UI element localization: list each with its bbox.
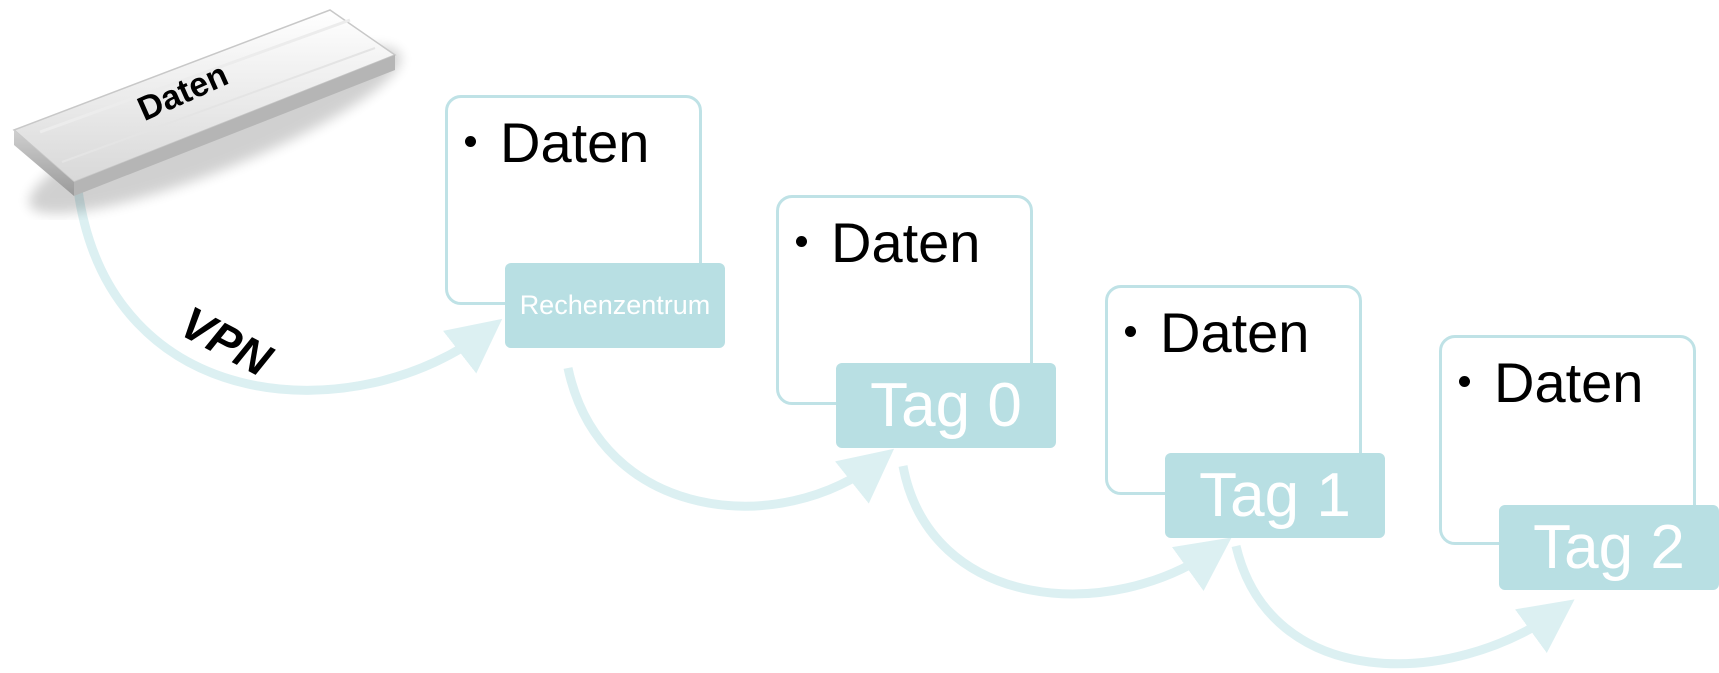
step-label-tag-0: Tag 0 bbox=[836, 363, 1056, 448]
arrow-tag0-to-tag1 bbox=[898, 465, 1232, 599]
bullet-dot bbox=[796, 235, 807, 247]
bullet-dot bbox=[1125, 325, 1136, 337]
step-label-rechenzentrum: Rechenzentrum bbox=[505, 263, 725, 348]
step-bullet: Daten bbox=[1459, 350, 1643, 415]
step-bullet: Daten bbox=[1125, 300, 1309, 365]
step-label-tag-1: Tag 1 bbox=[1165, 453, 1385, 538]
bullet-text: Daten bbox=[500, 111, 650, 174]
usb-stick bbox=[12, 9, 402, 214]
arrow-usb-to-rechenzentrum bbox=[73, 189, 503, 395]
arrow-rechenzentrum-to-tag0 bbox=[563, 367, 895, 511]
bullet-dot bbox=[465, 135, 476, 147]
step-bullet: Daten bbox=[796, 210, 980, 275]
bullet-text: Daten bbox=[831, 211, 981, 274]
step-label-tag-2: Tag 2 bbox=[1499, 505, 1719, 590]
bullet-dot bbox=[1459, 375, 1470, 387]
bullet-text: Daten bbox=[1160, 301, 1310, 364]
bullet-text: Daten bbox=[1494, 351, 1644, 414]
arrow-tag1-to-tag2 bbox=[1231, 544, 1575, 669]
step-bullet: Daten bbox=[465, 110, 649, 175]
